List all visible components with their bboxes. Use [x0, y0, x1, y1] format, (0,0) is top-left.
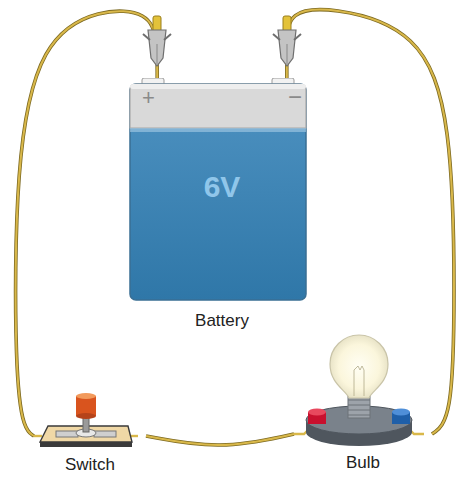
- switch-base-edge: [40, 442, 132, 447]
- screw-thread: [348, 415, 370, 416]
- bulb-glass: [330, 335, 388, 398]
- switch-button-base: [76, 413, 96, 419]
- bulb-holder-top: [306, 406, 412, 434]
- battery-rim: [130, 84, 306, 89]
- component-label: Bulb: [294, 454, 432, 473]
- bulb-illustration: [294, 318, 424, 450]
- plus-sign: +: [142, 86, 155, 110]
- red-terminal-top: [308, 409, 326, 416]
- wire-outline: [287, 10, 454, 434]
- wire-stub: [34, 435, 42, 437]
- blue-terminal-top: [392, 409, 410, 416]
- switch-illustration: [34, 392, 138, 454]
- wire-outline: [146, 434, 294, 445]
- battery-band: [130, 128, 306, 132]
- switch-node: Switch: [34, 392, 146, 480]
- component-label: Battery: [128, 312, 316, 331]
- screw-thread: [348, 400, 370, 401]
- contact: [94, 431, 116, 437]
- bulb-screw-base: [348, 396, 370, 418]
- screw-thread: [348, 410, 370, 411]
- crocodile-clips: [143, 16, 301, 66]
- minus-sign: −: [288, 84, 302, 110]
- battery-top: [130, 84, 306, 128]
- clip-negative: [273, 16, 301, 66]
- clip-positive: [143, 16, 171, 66]
- voltage-label: 6V: [128, 170, 316, 203]
- switch-button-top: [76, 393, 96, 399]
- filament: [354, 366, 364, 396]
- contact: [56, 431, 78, 437]
- wire: [287, 10, 454, 434]
- component-label: Switch: [34, 456, 146, 475]
- screw-thread: [348, 405, 370, 406]
- bulb-node: Bulb: [294, 318, 432, 480]
- battery-node: + − 6V Battery: [128, 78, 316, 340]
- wire: [146, 434, 294, 445]
